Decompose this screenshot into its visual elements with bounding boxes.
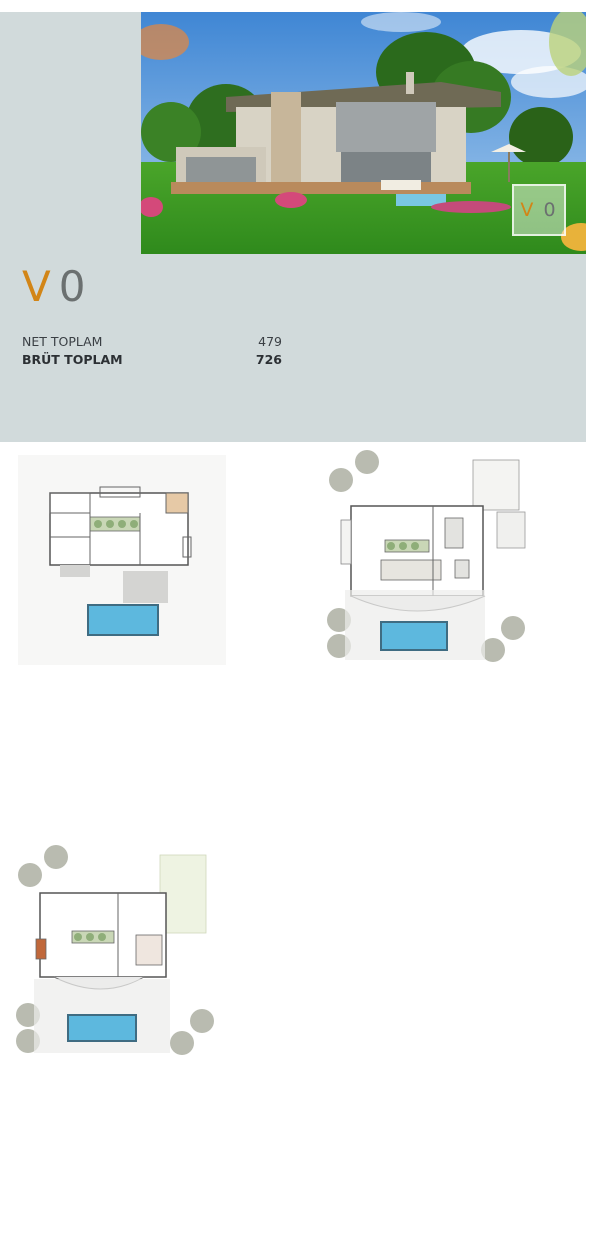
stat-row-net: NET TOPLAM 479 — [22, 333, 282, 351]
floor-plan-upper-drawing — [16, 845, 214, 1055]
model-title-number: 0 — [58, 262, 94, 311]
hero-badge: V 0 — [512, 184, 566, 236]
model-title-letter: V — [22, 262, 59, 311]
stat-label: BRÜT TOPLAM — [22, 352, 123, 367]
floor-plan-basement — [18, 455, 226, 665]
stat-value: 479 — [258, 334, 282, 349]
floor-plan-basement-drawing — [49, 486, 192, 636]
model-title: V0 — [22, 266, 93, 308]
stat-label: NET TOPLAM — [22, 334, 103, 349]
area-stats: NET TOPLAM 479 BRÜT TOPLAM 726 — [22, 333, 282, 369]
floor-plan-ground-drawing — [327, 450, 526, 662]
floor-plan-ground — [325, 450, 537, 665]
hero-badge-letter: V — [520, 199, 536, 221]
hero-image: V 0 — [141, 12, 586, 254]
villa-render-image — [141, 12, 586, 254]
stat-value: 726 — [255, 352, 282, 367]
stat-row-gross: BRÜT TOPLAM 726 — [22, 351, 282, 369]
floor-plan-upper — [14, 843, 226, 1058]
hero-badge-number: 0 — [543, 199, 558, 221]
